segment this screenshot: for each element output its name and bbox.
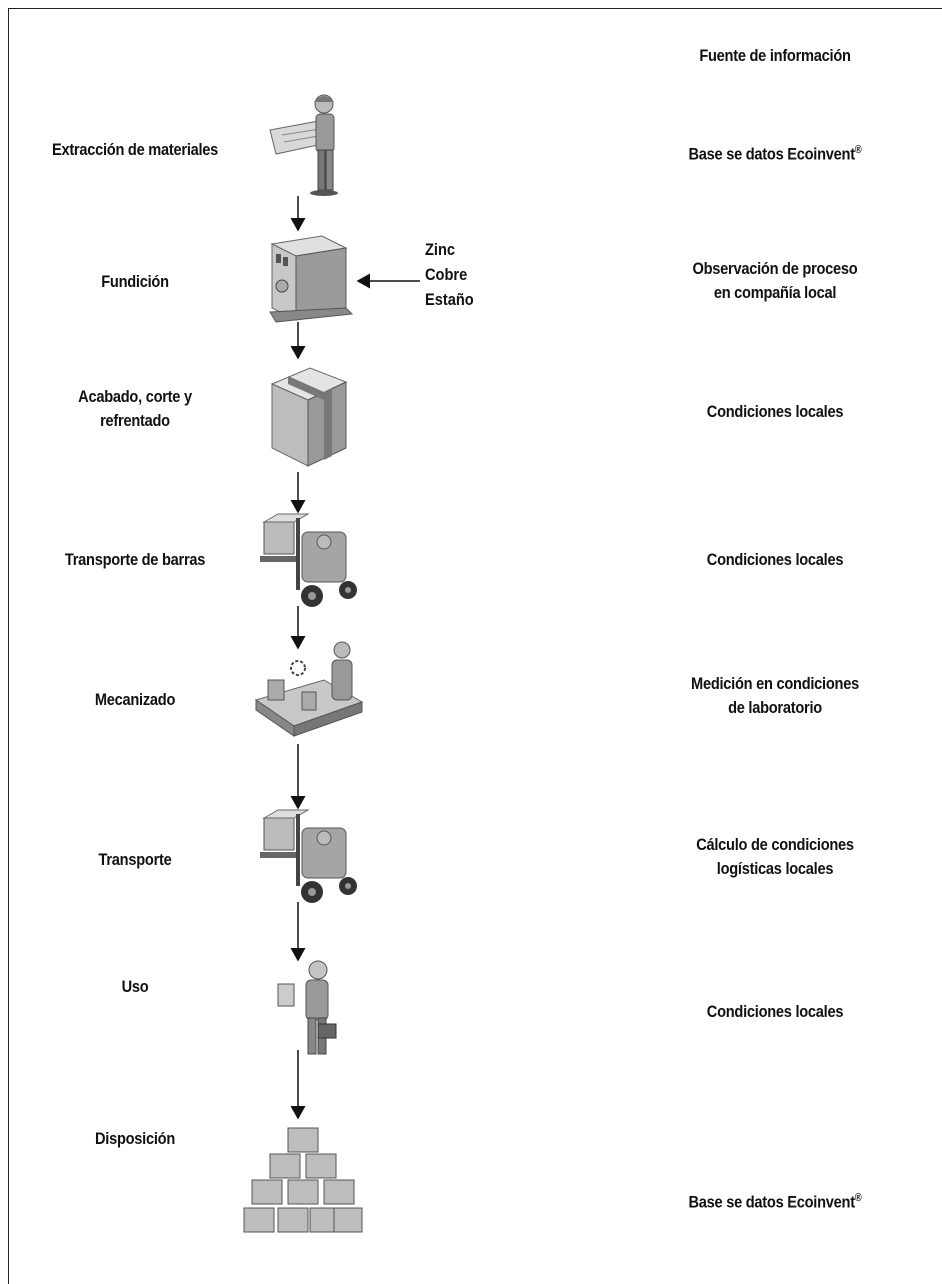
diagram-frame — [8, 8, 942, 1284]
person-with-briefcase-icon — [277, 960, 337, 1055]
input-list: Zinc Cobre Estaño — [425, 237, 474, 312]
box-icon — [270, 367, 348, 467]
source-ecoinvent-2: Base se datos Ecoinvent® — [688, 1192, 862, 1212]
step-label-mecanizado: Mecanizado — [94, 690, 176, 709]
forklift-icon — [260, 513, 357, 607]
source-ecoinvent-1: Base se datos Ecoinvent® — [688, 144, 862, 164]
source-condiciones-1: Condiciones locales — [706, 402, 844, 421]
source-condiciones-2: Condiciones locales — [706, 550, 844, 569]
source-condiciones-3: Condiciones locales — [706, 1002, 844, 1021]
step-label-fundicion: Fundición — [101, 272, 169, 291]
furnace-machine-icon — [269, 235, 354, 323]
input-estano: Estaño — [425, 290, 474, 309]
source-header: Fuente de información — [699, 46, 851, 65]
step-label-extraccion: Extracción de materiales — [51, 140, 219, 159]
step-label-transporte-barras: Transporte de barras — [64, 550, 206, 569]
input-cobre: Cobre — [425, 265, 468, 284]
stacked-boxes-icon — [243, 1127, 363, 1233]
step-label-transporte: Transporte — [98, 850, 172, 869]
forklift-icon — [260, 809, 357, 903]
engineer-with-blueprint-icon — [269, 94, 338, 196]
step-label-disposicion: Disposición — [94, 1129, 176, 1148]
step-label-uso: Uso — [121, 977, 149, 996]
assembly-line-worker-icon — [254, 641, 364, 737]
input-zinc: Zinc — [425, 240, 456, 259]
